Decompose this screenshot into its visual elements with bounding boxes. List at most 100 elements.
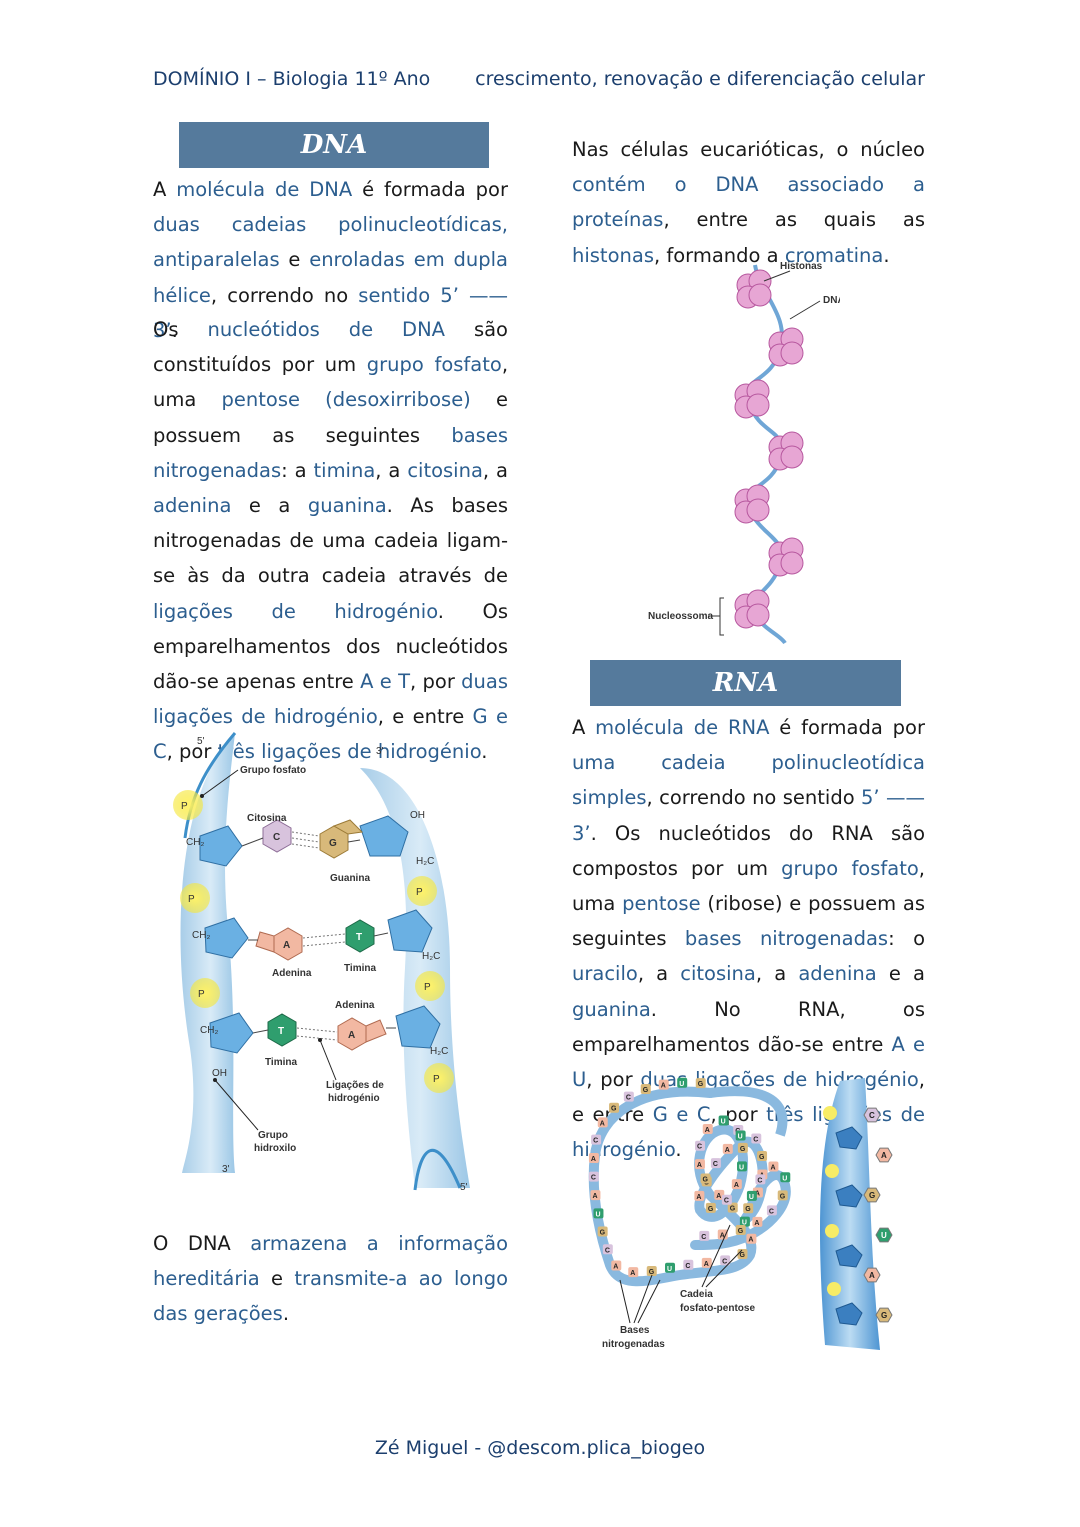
rna-base: U (665, 1262, 676, 1273)
svg-text:U: U (738, 1133, 743, 1140)
label-histonas: Histonas (780, 261, 823, 272)
svg-text:A: A (600, 1120, 605, 1127)
rna-base: C (766, 1205, 777, 1216)
pentose-left-2 (204, 917, 249, 959)
svg-text:A: A (348, 1030, 355, 1041)
highlighted-term: A e T (360, 670, 410, 694)
svg-text:A: A (754, 1220, 759, 1227)
text-run: , por (410, 670, 462, 694)
dna-fig-3-top: 3' (376, 746, 384, 757)
rna-base: G (777, 1190, 788, 1201)
rna-base: U (593, 1208, 604, 1219)
text-run: . Os emparelhamentos dos nucleótidos dão… (153, 599, 508, 694)
label-guanina: Guanina (330, 873, 370, 884)
svg-text:G: G (730, 1206, 736, 1213)
pentose-right-3 (395, 1005, 441, 1049)
highlighted-term: guanina (572, 997, 651, 1021)
label-dna: DNA (823, 295, 840, 306)
dna-title: DNA (179, 122, 489, 168)
text-run: . (883, 243, 890, 267)
svg-text:P: P (198, 989, 205, 1000)
label-grupo-fosfato: Grupo fosfato (240, 765, 306, 776)
dna-structure-figure: 5' 3' 3' 5' P P P P P P CH₂ CH₂ CH₂ H₂C … (173, 732, 470, 1193)
label-citosina: Citosina (247, 813, 287, 824)
rna-base: A (658, 1079, 669, 1090)
text-run: Nas células eucarióticas, o núcleo (572, 138, 925, 161)
rna-base: G (737, 1142, 748, 1153)
svg-text:A: A (869, 1271, 875, 1280)
label-grupo-hidroxilo-2: hidroxilo (254, 1143, 296, 1154)
pentose-left-3 (209, 1012, 254, 1054)
svg-text:C: C (605, 1247, 610, 1254)
text-run: . Os nucleótidos do RNA são compostos po… (572, 821, 925, 880)
rna-base: A (714, 1189, 725, 1200)
text-run: , formando a (653, 243, 785, 267)
highlighted-term: nucleótidos de DNA (207, 318, 445, 341)
rna-strand-base: C (863, 1107, 881, 1123)
rna-structure-figure: GUAGCGACACAUGCAAGUCACGAUGAGACAUCGUACGAGC… (588, 1077, 893, 1350)
rna-strand (820, 1078, 880, 1350)
oh-bottom: OH (212, 1068, 227, 1079)
svg-text:G: G (649, 1269, 655, 1276)
svg-text:G: G (703, 1176, 709, 1183)
svg-text:G: G (745, 1206, 751, 1213)
text-run: , por (586, 1068, 641, 1092)
svg-text:CH₂: CH₂ (192, 930, 210, 941)
svg-text:G: G (329, 838, 337, 849)
highlighted-term: guanina (307, 494, 387, 518)
svg-text:A: A (592, 1193, 597, 1200)
svg-text:G: G (738, 1228, 744, 1235)
svg-text:U: U (742, 1220, 747, 1227)
svg-text:CH₂: CH₂ (200, 1025, 218, 1036)
base-thymine (345, 919, 375, 953)
rna-base: U (677, 1077, 688, 1088)
svg-text:A: A (696, 1194, 701, 1201)
svg-text:A: A (725, 1147, 730, 1154)
text-run: , uma (572, 856, 925, 916)
rna-base: C (751, 1133, 762, 1144)
rna-base: G (609, 1102, 620, 1113)
highlighted-term: três ligações de hidrogénio (217, 740, 482, 764)
rna-base: C (699, 1230, 710, 1241)
label-bases-2: nitrogenadas (602, 1339, 665, 1350)
rna-base: A (694, 1159, 705, 1170)
rna-paragraph: A molécula de RNA é formada por uma cade… (572, 710, 925, 1168)
rna-base: C (588, 1171, 599, 1182)
rna-base: A (702, 1124, 713, 1135)
rna-base: C (695, 1140, 706, 1151)
svg-text:G: G (780, 1193, 786, 1200)
label-timina: Timina (344, 963, 376, 974)
svg-text:U: U (881, 1231, 887, 1240)
highlighted-term: A e U (572, 1032, 925, 1092)
svg-text:A: A (704, 1261, 709, 1268)
svg-text:C: C (701, 1234, 706, 1241)
rna-loop-bases: GUAGCGACACAUGCAAGUCACGAUGAGACAUCGUACGAGC… (588, 1077, 791, 1278)
svg-text:H₂C: H₂C (422, 951, 440, 962)
nucleosome-4 (768, 431, 804, 471)
svg-text:P: P (424, 982, 431, 993)
rna-base: G (705, 1202, 716, 1213)
highlighted-term: timina (313, 458, 376, 482)
highlighted-term: adenina (153, 494, 232, 518)
rna-base: A (731, 1179, 742, 1190)
text-run: é formada por (769, 716, 925, 739)
svg-text:A: A (770, 1165, 775, 1172)
rna-strand-base: G (863, 1187, 881, 1203)
rna-base: A (590, 1190, 601, 1201)
rna-base: U (780, 1172, 791, 1183)
rna-base: G (727, 1202, 738, 1213)
highlighted-term: bases nitrogenadas (684, 927, 889, 951)
svg-text:H₂C: H₂C (430, 1046, 448, 1057)
rna-base: A (597, 1117, 608, 1128)
svg-text:A: A (734, 1182, 739, 1189)
base-cytosine (262, 819, 292, 853)
svg-text:A: A (630, 1270, 635, 1277)
svg-text:C: C (591, 1175, 596, 1182)
svg-text:H₂C: H₂C (416, 856, 434, 867)
chromatin-figure: Histonas DNA Nucleossoma (648, 261, 840, 645)
header-topic: crescimento, renovação e diferenciação c… (475, 68, 925, 90)
dna-fig-5-bottom: 5' (460, 1182, 468, 1193)
header-domain: DOMÍNIO I – Biologia 11º Ano (153, 68, 431, 90)
text-run: A (572, 716, 596, 739)
text-run: A (153, 178, 177, 201)
